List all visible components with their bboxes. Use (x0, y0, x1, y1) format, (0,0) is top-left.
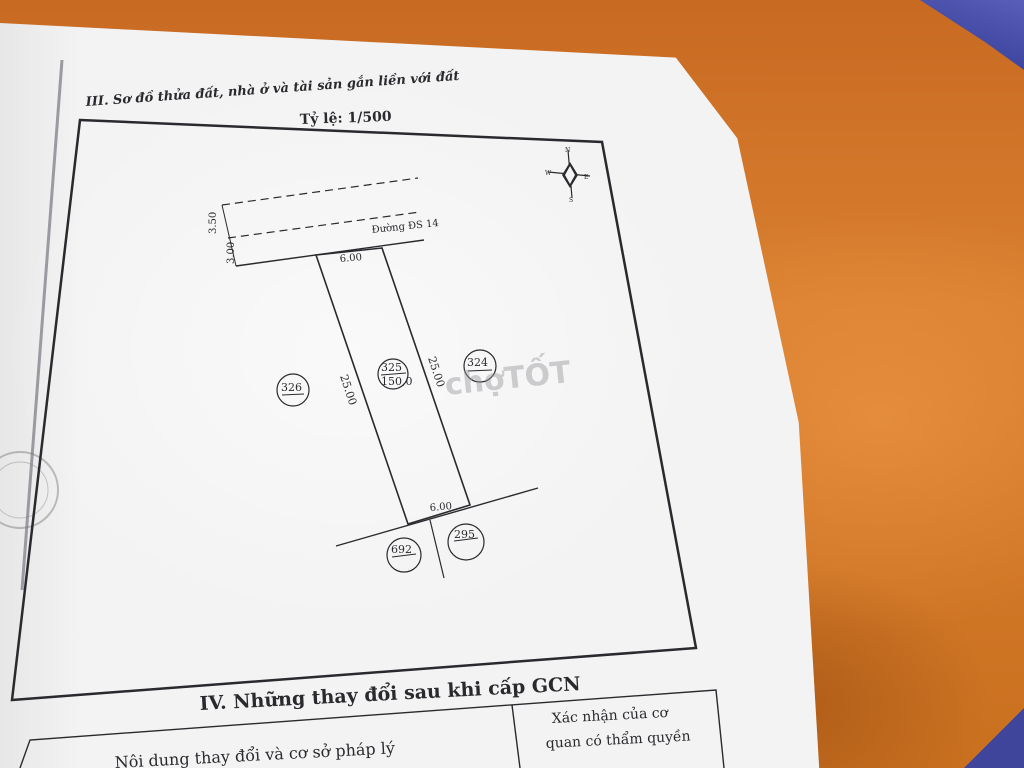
parcel-325-outline (314, 247, 472, 525)
road-edge-dashed-mid (227, 211, 421, 239)
chotot-watermark: chợTỐT (443, 349, 573, 403)
section-iv-title: IV. Những thay đổi sau khi cấp GCN (199, 671, 581, 715)
compass-rose-icon: N E S W (545, 147, 591, 204)
road-ds14: Đường ĐS 14 3.50 3.00 (208, 177, 439, 267)
seal-stamp (0, 451, 59, 529)
compass-east: E (584, 174, 588, 181)
table-header-confirm-line2: quan có thẩm quyền (545, 726, 691, 752)
neighbor-295: 295 (447, 523, 485, 561)
road-name: Đường ĐS 14 (371, 218, 439, 236)
road-width-outer: 3.50 (208, 212, 219, 234)
parcel-front-width: 6.00 (339, 252, 362, 265)
table-column-divider (511, 704, 521, 768)
neighbor-324-number: 324 (467, 356, 488, 369)
neighbor-324: 324 (463, 349, 497, 383)
table-border (19, 689, 725, 768)
rear-divider-line (429, 519, 445, 579)
table-header-confirm-line1: Xác nhận của cơ (551, 704, 670, 727)
compass-west: W (545, 170, 552, 177)
parcel-back-width: 6.00 (429, 501, 452, 514)
parcel-number: 325 (381, 361, 402, 374)
parcel-left-length: 25.00 (337, 373, 359, 407)
compass-north: N (565, 147, 570, 154)
table-header-content: Nội dung thay đổi và cơ sở pháp lý (114, 738, 395, 768)
neighbor-326-number: 326 (281, 381, 302, 394)
section-iii-title: III. Sơ đồ thửa đất, nhà ở và tài sản gắ… (84, 68, 460, 110)
parcel-325-label: 325 150,0 (377, 358, 413, 390)
neighbor-295-number: 295 (454, 528, 475, 541)
neighbor-692-number: 692 (391, 543, 412, 556)
parcel-area: 150,0 (381, 375, 413, 388)
road-width-inner: 3.00 (226, 242, 237, 264)
rear-boundary-line (335, 487, 539, 547)
road-end-line (221, 204, 237, 267)
neighbor-326: 326 (276, 373, 310, 407)
road-edge-dashed-top (221, 177, 419, 206)
diagram-frame (10, 118, 698, 702)
page-fold-line (20, 59, 64, 591)
neighbor-692: 692 (386, 537, 422, 573)
scale-label: Tỷ lệ: 1/500 (300, 108, 393, 128)
compass-south: S (569, 197, 573, 204)
